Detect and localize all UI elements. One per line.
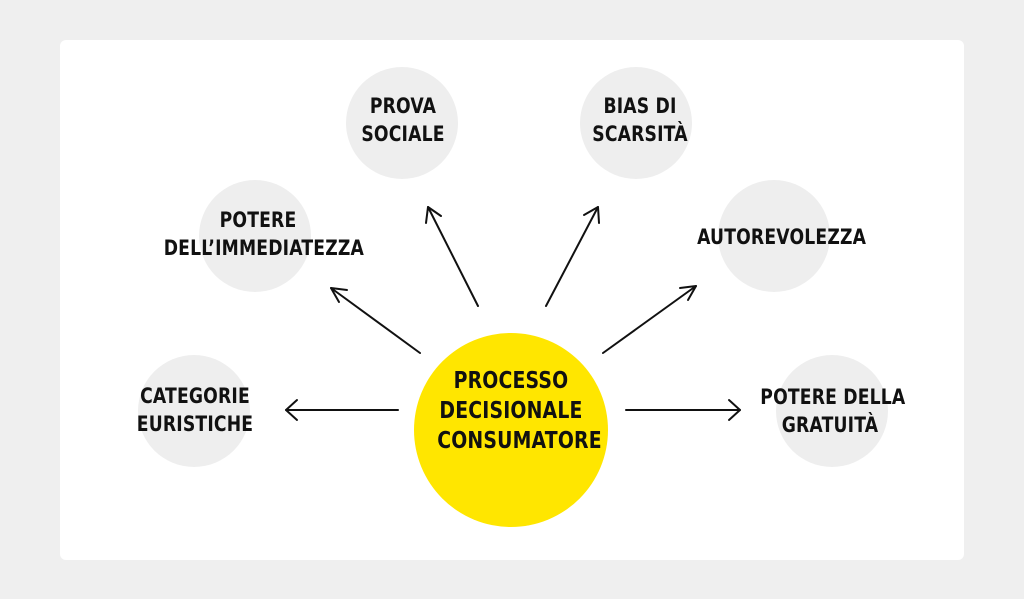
arrow-to-autorevolezza [602, 285, 697, 354]
label-potere-gratuita: POTERE DELLA GRATUITÀ [760, 383, 906, 439]
label-line: DELL’IMMEDIATEZZA [163, 236, 365, 260]
arrow-to-prova-sociale [425, 206, 479, 307]
center-node-label: PROCESSO DECISIONALE CONSUMATORE [437, 366, 602, 456]
label-line: POTERE [219, 208, 297, 232]
label-line: DECISIONALE [439, 398, 583, 424]
label-line: CONSUMATORE [437, 428, 602, 454]
label-line: BIAS DI [603, 94, 677, 118]
label-line: CATEGORIE [140, 384, 250, 408]
label-line: SOCIALE [361, 122, 445, 146]
label-line: EURISTICHE [136, 412, 254, 436]
label-bias-scarsita: BIAS DI SCARSITÀ [579, 92, 702, 148]
label-categorie-euristiche: CATEGORIE EURISTICHE [134, 382, 257, 438]
label-line: SCARSITÀ [592, 122, 688, 146]
bubble-categorie-euristiche [138, 355, 250, 467]
label-prova-sociale: PROVA SOCIALE [342, 92, 465, 148]
bubble-prova-sociale [346, 67, 458, 179]
arrow-to-potere-gratuita [625, 399, 741, 421]
arrow-to-bias-scarsita [545, 206, 600, 307]
arrow-to-potere-immediatezza [330, 287, 421, 354]
label-autorevolezza: AUTOREVOLEZZA [697, 223, 867, 251]
bubble-potere-gratuita [776, 355, 888, 467]
bubble-bias-scarsita [580, 67, 692, 179]
label-line: PROCESSO [453, 368, 569, 394]
label-line: POTERE DELLA [760, 385, 906, 409]
label-potere-immediatezza: POTERE DELL’IMMEDIATEZZA [163, 206, 365, 262]
bubble-potere-immediatezza [199, 180, 311, 292]
label-line: AUTOREVOLEZZA [697, 225, 867, 249]
label-line: GRATUITÀ [781, 413, 879, 437]
label-line: PROVA [369, 94, 437, 118]
arrow-to-categorie-euristiche [285, 399, 399, 421]
bubble-autorevolezza [718, 180, 830, 292]
center-node [414, 333, 608, 527]
